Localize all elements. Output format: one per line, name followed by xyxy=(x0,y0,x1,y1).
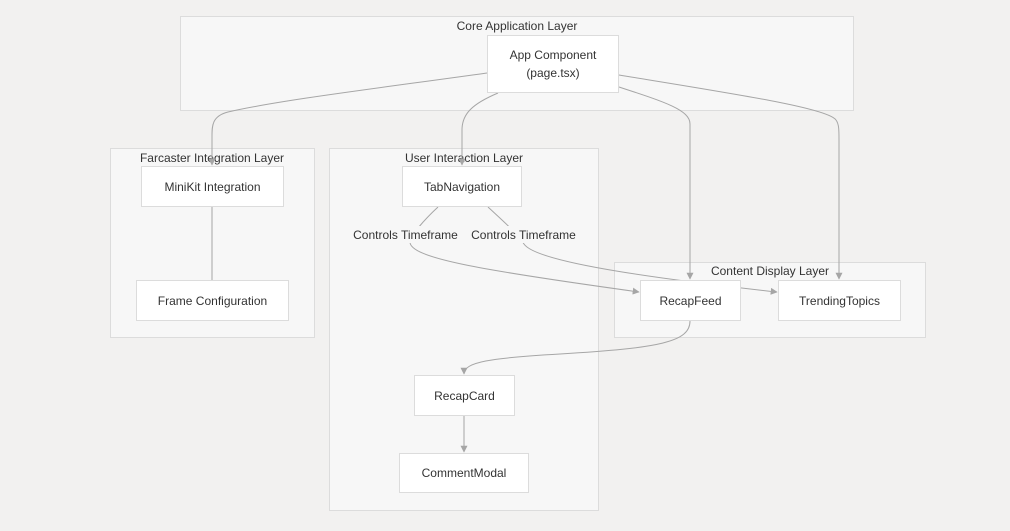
node-tab-navigation[interactable]: TabNavigation xyxy=(402,166,522,207)
node-minikit-integration[interactable]: MiniKit Integration xyxy=(141,166,284,207)
edge-app-to-tabnav xyxy=(458,92,499,166)
node-recap-feed[interactable]: RecapFeed xyxy=(640,280,741,321)
edge-app-to-minikit xyxy=(208,72,488,166)
cluster-label-interaction: User Interaction Layer xyxy=(405,151,523,165)
edges xyxy=(208,72,843,453)
edge-label-controls-timeframe-1: Controls Timeframe xyxy=(352,226,459,243)
node-trending-topics[interactable]: TrendingTopics xyxy=(778,280,901,321)
edge-tabnav-to-recapfeed xyxy=(409,206,640,295)
svg-text:RecapFeed: RecapFeed xyxy=(659,294,721,308)
node-app-component[interactable]: App Component (page.tsx) xyxy=(487,35,619,93)
node-recap-card[interactable]: RecapCard xyxy=(414,375,515,416)
edge-app-to-trending xyxy=(618,74,843,280)
node-app-line1: App Component xyxy=(510,48,597,62)
edge-recapfeed-to-recapcard xyxy=(460,320,691,375)
node-frame-configuration[interactable]: Frame Configuration xyxy=(136,280,289,321)
cluster-label-content: Content Display Layer xyxy=(711,264,829,278)
svg-text:MiniKit Integration: MiniKit Integration xyxy=(164,180,260,194)
svg-text:Controls Timeframe: Controls Timeframe xyxy=(471,228,576,242)
svg-text:RecapCard: RecapCard xyxy=(434,389,495,403)
node-app-line2: (page.tsx) xyxy=(526,66,579,80)
svg-text:TrendingTopics: TrendingTopics xyxy=(799,294,880,308)
svg-text:Frame Configuration: Frame Configuration xyxy=(158,294,267,308)
svg-text:TabNavigation: TabNavigation xyxy=(424,180,500,194)
cluster-label-core: Core Application Layer xyxy=(457,19,578,33)
edge-app-to-recapfeed xyxy=(618,86,694,280)
node-comment-modal[interactable]: CommentModal xyxy=(399,453,529,493)
svg-text:CommentModal: CommentModal xyxy=(422,466,507,480)
svg-text:Controls Timeframe: Controls Timeframe xyxy=(353,228,458,242)
edge-label-controls-timeframe-2: Controls Timeframe xyxy=(470,226,577,243)
